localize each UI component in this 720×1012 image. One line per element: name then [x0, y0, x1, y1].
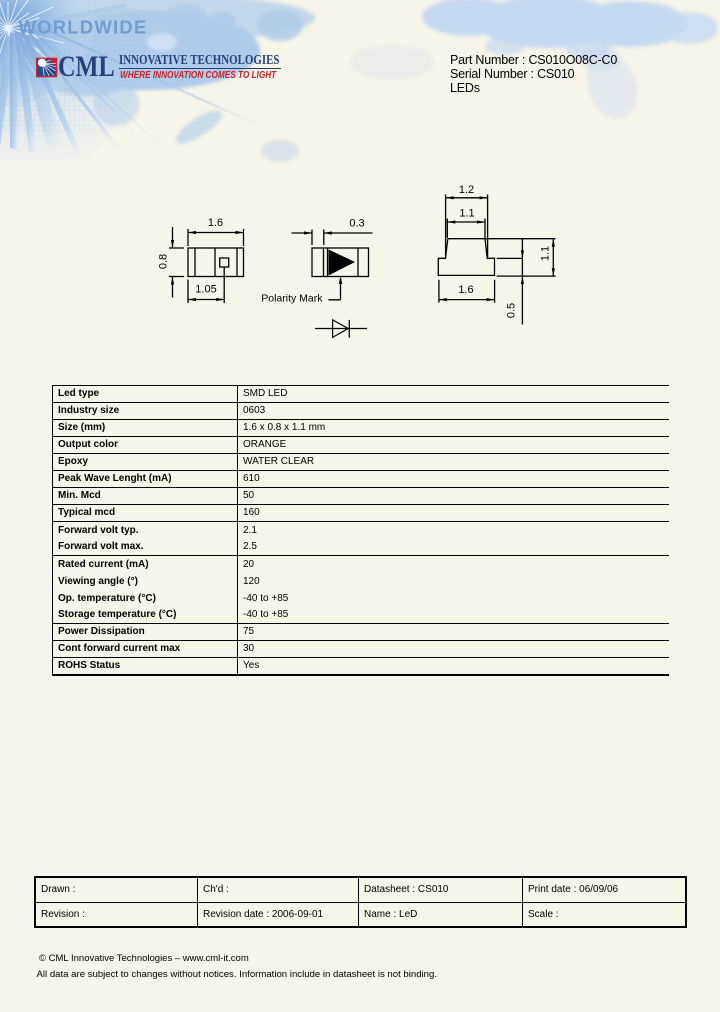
- svg-text:0.3: 0.3: [349, 218, 364, 230]
- svg-text:0.8: 0.8: [157, 254, 169, 269]
- svg-text:1.2: 1.2: [459, 184, 474, 196]
- svg-text:1.6: 1.6: [208, 217, 223, 229]
- svg-text:1.6: 1.6: [458, 284, 473, 296]
- svg-text:1.1: 1.1: [539, 246, 551, 261]
- svg-text:0.5: 0.5: [505, 303, 517, 318]
- svg-text:Polarity Mark: Polarity Mark: [261, 293, 323, 305]
- svg-text:1.05: 1.05: [195, 284, 216, 296]
- svg-text:1.1: 1.1: [459, 208, 474, 220]
- svg-text:WORLDWIDE: WORLDWIDE: [19, 17, 148, 38]
